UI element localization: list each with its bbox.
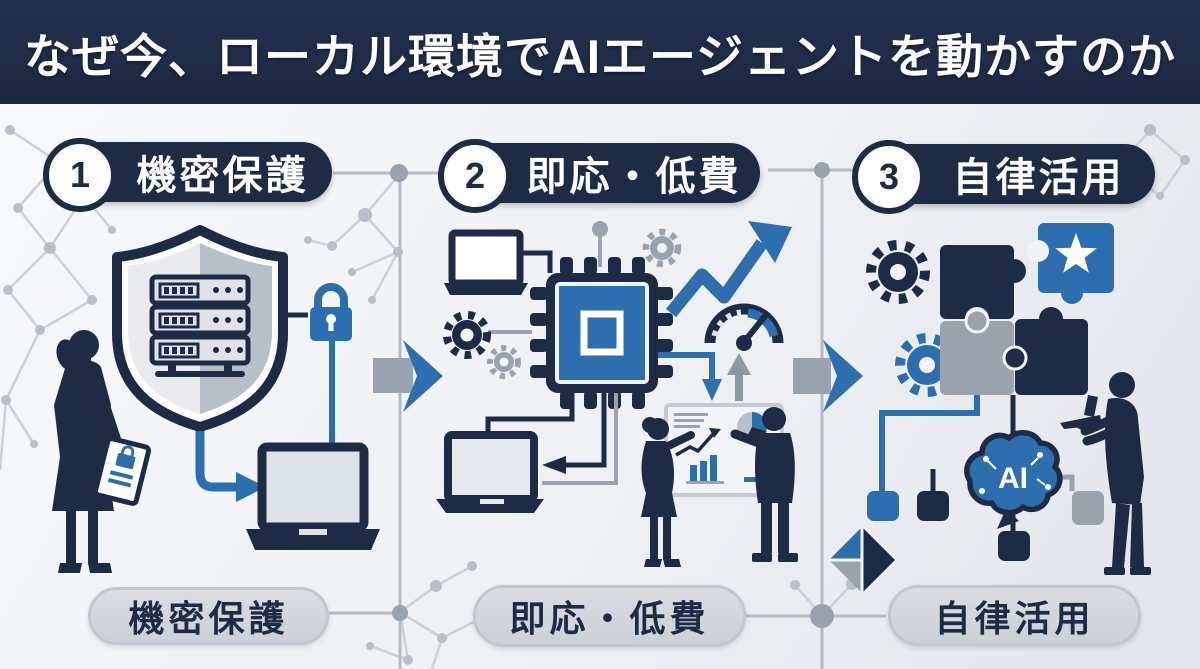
section-arrow-2 bbox=[793, 340, 863, 412]
cpu-chip-icon bbox=[530, 257, 673, 409]
server-rack-icon bbox=[149, 274, 251, 377]
flow-arrow-icon bbox=[195, 431, 266, 502]
header-bar: なぜ今、ローカル環境でAIエージェントを動かすのか bbox=[0, 0, 1200, 104]
businesswoman-tablet-icon bbox=[52, 330, 152, 573]
section-3-badge: 自律活用 3 bbox=[852, 140, 1155, 214]
businessman-icon bbox=[730, 407, 798, 562]
laptop-icon bbox=[436, 431, 544, 513]
arrow-body bbox=[373, 358, 413, 393]
section-1-number: 1 bbox=[43, 138, 117, 212]
growth-arrow-icon bbox=[665, 221, 792, 318]
ai-brain-icon: AI bbox=[964, 429, 1063, 529]
section-2-badge: 即応・低費 2 bbox=[438, 139, 760, 213]
businessman-laptop-icon bbox=[1060, 372, 1151, 575]
up-arrow-icon bbox=[727, 353, 751, 401]
section-3-bottom-label: 自律活用 bbox=[888, 585, 1141, 646]
padlock-icon bbox=[286, 283, 352, 447]
arrow-chevron bbox=[823, 340, 863, 412]
arrow-chevron bbox=[403, 340, 443, 412]
section-3-number: 3 bbox=[852, 140, 926, 214]
gear-icon bbox=[592, 221, 682, 268]
illustration-privacy bbox=[52, 225, 380, 573]
speedometer-icon bbox=[704, 303, 784, 351]
section-1-bottom-label: 機密保護 bbox=[88, 587, 329, 645]
puzzle-piece-icon bbox=[940, 245, 1088, 395]
flowchart-node-icon bbox=[867, 395, 1104, 561]
star-puzzle-piece-icon bbox=[1027, 223, 1114, 304]
diamond-arrow-icon bbox=[829, 527, 895, 593]
section-2-label: 即応・低費 bbox=[526, 155, 742, 199]
arrow-body bbox=[793, 358, 831, 394]
page-title: なぜ今、ローカル環境でAIエージェントを動かすのか bbox=[23, 29, 1177, 83]
section-2-bottom-label: 即応・低費 bbox=[473, 585, 746, 647]
section-3-label: 自律活用 bbox=[952, 156, 1125, 200]
illustration-autonomy: AI bbox=[829, 223, 1151, 593]
laptop-icon bbox=[444, 229, 553, 295]
gears-icon bbox=[443, 311, 532, 379]
section-dividers bbox=[320, 168, 886, 669]
section-arrow-1 bbox=[373, 340, 443, 412]
down-arrow-icon bbox=[702, 379, 722, 401]
section-1-label: 機密保護 bbox=[136, 154, 309, 198]
section-2-number: 2 bbox=[438, 139, 512, 213]
illustration-speed-cost bbox=[436, 221, 798, 567]
connector-lines bbox=[485, 352, 715, 485]
ai-label: AI bbox=[998, 462, 1028, 495]
section-1-badge: 機密保護 1 bbox=[43, 138, 332, 212]
divider-nodes bbox=[390, 162, 834, 628]
shield-icon bbox=[112, 225, 288, 432]
laptop-icon bbox=[246, 442, 380, 550]
businesswoman-icon bbox=[641, 417, 695, 567]
